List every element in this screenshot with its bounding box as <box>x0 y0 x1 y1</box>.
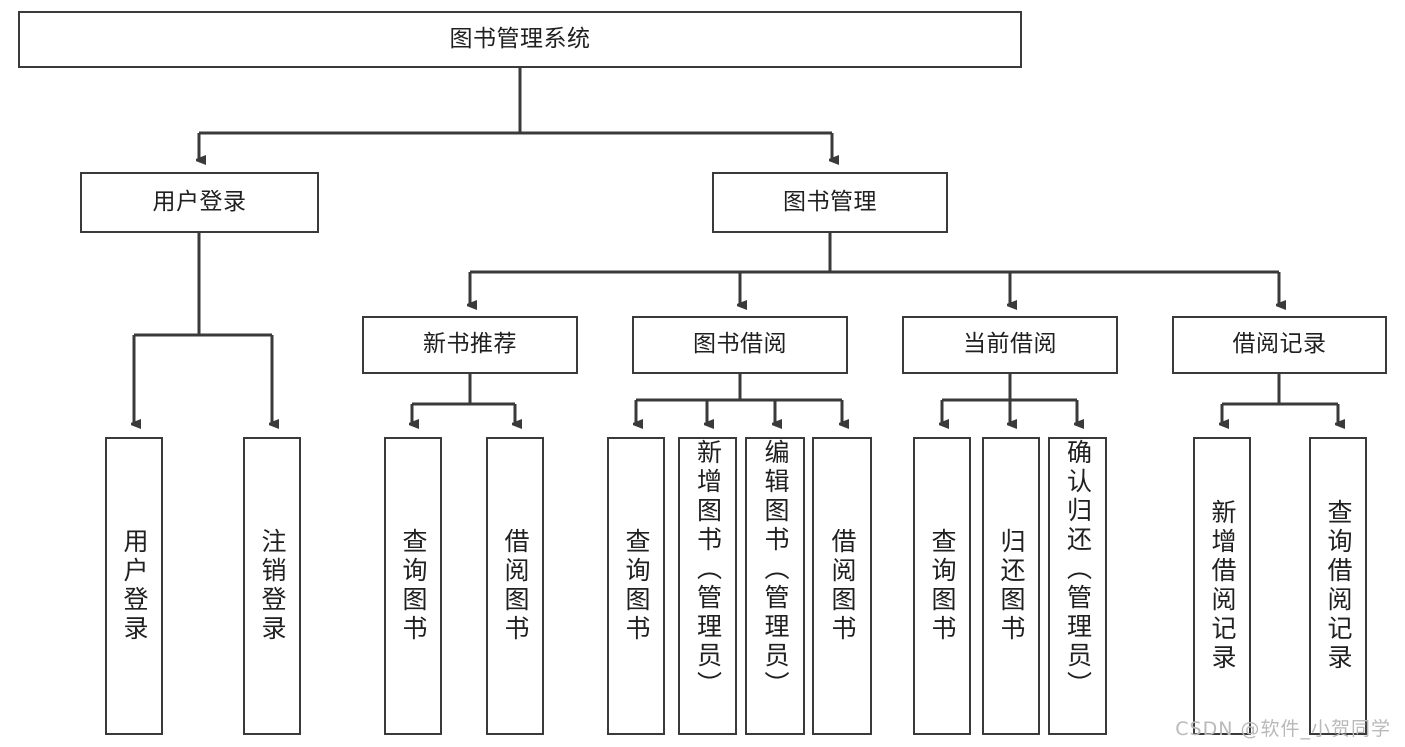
leaf-query-book-1[interactable]: 查询图书 <box>384 437 442 735</box>
leaf-label: 新增图书（管理员） <box>693 439 723 700</box>
leaf-label: 归还图书 <box>997 528 1026 644</box>
leaf-label: 查询图书 <box>928 528 957 644</box>
csdn-watermark: CSDN @软件_小贺同学 <box>1175 718 1391 740</box>
leaf-label: 查询图书 <box>622 528 651 644</box>
leaf-add-borrow-record[interactable]: 新增借阅记录 <box>1193 437 1251 735</box>
leaf-user-login[interactable]: 用户登录 <box>105 437 163 735</box>
leaf-label: 新增借阅记录 <box>1208 499 1237 673</box>
node-label: 图书管理 <box>783 188 877 215</box>
node-label: 图书借阅 <box>693 331 787 358</box>
leaf-label: 确认归还（管理员） <box>1063 439 1093 700</box>
leaf-label: 编辑图书（管理员） <box>761 439 790 700</box>
leaf-borrow-book-2[interactable]: 借阅图书 <box>812 437 872 735</box>
leaf-label: 借阅图书 <box>828 528 857 644</box>
leaf-query-book-3[interactable]: 查询图书 <box>913 437 971 735</box>
leaf-label: 借阅图书 <box>501 528 530 644</box>
leaf-query-borrow-record[interactable]: 查询借阅记录 <box>1309 437 1367 735</box>
node-book-management-system[interactable]: 图书管理系统 <box>18 11 1022 68</box>
node-label: 当前借阅 <box>963 331 1057 358</box>
leaf-query-book-2[interactable]: 查询图书 <box>607 437 665 735</box>
node-label: 用户登录 <box>152 188 247 215</box>
leaf-borrow-book-1[interactable]: 借阅图书 <box>486 437 544 735</box>
leaf-return-book[interactable]: 归还图书 <box>982 437 1040 735</box>
leaf-add-book-admin[interactable]: 新增图书（管理员） <box>678 437 737 735</box>
leaf-confirm-return-admin[interactable]: 确认归还（管理员） <box>1048 437 1107 735</box>
leaf-label: 查询图书 <box>399 528 428 644</box>
node-label: 借阅记录 <box>1232 331 1327 358</box>
node-borrow-record[interactable]: 借阅记录 <box>1172 316 1387 374</box>
leaf-label: 查询借阅记录 <box>1324 499 1353 673</box>
node-book-borrow[interactable]: 图书借阅 <box>632 316 848 374</box>
node-new-book-recommend[interactable]: 新书推荐 <box>362 316 578 374</box>
node-label: 图书管理系统 <box>449 25 591 52</box>
node-current-borrow[interactable]: 当前借阅 <box>902 316 1118 374</box>
node-user-login[interactable]: 用户登录 <box>80 172 319 233</box>
node-label: 新书推荐 <box>423 331 517 358</box>
leaf-label: 注销登录 <box>258 528 287 644</box>
node-book-manage[interactable]: 图书管理 <box>712 172 948 233</box>
leaf-edit-book-admin[interactable]: 编辑图书（管理员） <box>745 437 805 735</box>
leaf-logout-login[interactable]: 注销登录 <box>243 437 301 735</box>
leaf-label: 用户登录 <box>120 528 149 644</box>
